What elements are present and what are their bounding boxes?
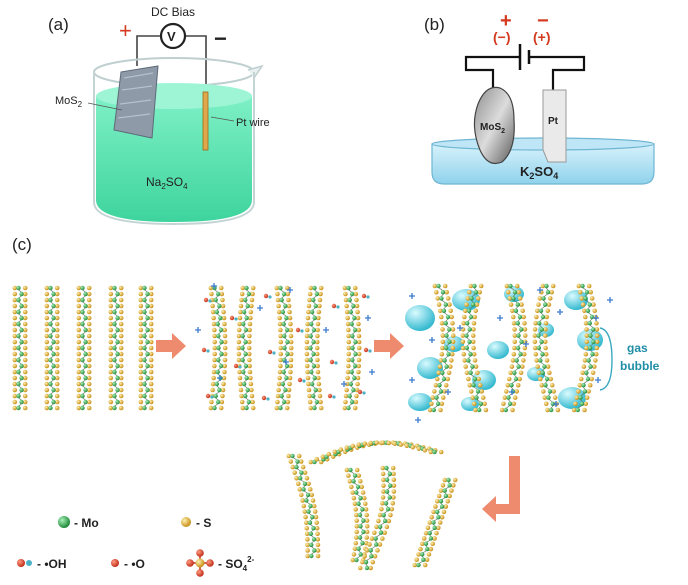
pt-wire-electrode — [202, 91, 209, 151]
plus-sign: + — [119, 18, 132, 43]
legend-o-icon — [111, 559, 119, 567]
stage-1-pristine-layers — [12, 285, 154, 411]
beaker-wall — [93, 72, 255, 226]
wire-b-left — [464, 55, 520, 90]
exfoliated-sheet — [308, 440, 444, 465]
mos2-sheet — [236, 285, 256, 411]
arrow-stage2-to-3 — [374, 333, 404, 359]
wire-left — [136, 35, 160, 66]
bubble-label: bubble — [620, 359, 660, 373]
electrolyte-label-a: Na2SO4 — [146, 175, 188, 191]
mos2-sheet — [108, 285, 124, 411]
legend-oh-h-icon — [26, 560, 32, 566]
legend-so4-label: - SO42- — [218, 555, 255, 573]
arrow-stage3-to-4 — [482, 456, 520, 522]
minus-paren-b: (+) — [533, 29, 551, 45]
panel-c-label: (c) — [12, 235, 32, 254]
stage-4-exfoliated-sheets — [286, 440, 458, 571]
exfoliated-sheet — [357, 465, 397, 571]
electrolyte-label-b: K2SO4 — [520, 164, 558, 181]
panel-b-label: (b) — [424, 15, 445, 34]
mos2-label-b: MoS2 — [480, 122, 505, 135]
mos2-sheet — [44, 285, 60, 411]
panel-b: (b) + − (−) (+) MoS2 Pt K2SO4 — [424, 10, 655, 185]
minus-sign-b: − — [537, 10, 549, 32]
mos2-sheet — [274, 285, 294, 411]
panel-a-label: (a) — [48, 15, 69, 34]
legend-mo-label: - Mo — [74, 516, 99, 530]
mos2-rock-electrode — [473, 86, 515, 165]
mos2-sheet — [499, 283, 528, 413]
legend-mo-icon — [58, 516, 70, 528]
voltmeter-icon — [159, 22, 187, 50]
mos2-label-a: MoS2 — [55, 95, 83, 109]
legend: - Mo - S - •OH - •O - SO42- — [17, 516, 255, 577]
stage-3-gas-evolution — [405, 283, 613, 423]
gas-bubble — [408, 393, 432, 411]
plus-sign-b: + — [500, 10, 512, 32]
gas-bubble-bracket — [599, 327, 613, 391]
wire-b-right — [529, 55, 586, 90]
legend-s-label: - S — [196, 516, 211, 530]
mos2-sheet — [460, 283, 489, 413]
voltmeter-symbol: V — [167, 29, 176, 44]
pt-wire-label: Pt wire — [236, 117, 270, 129]
mos2-sheet — [532, 283, 561, 413]
mos2-sheet — [571, 283, 600, 413]
mos2-sheet — [208, 285, 228, 411]
beaker-rim — [93, 57, 255, 87]
mos2-sheet — [342, 285, 362, 411]
stage-2-intercalation — [195, 283, 375, 411]
gas-bubble — [405, 305, 435, 331]
mos2-sheet — [304, 285, 324, 411]
legend-o-label: - •O — [124, 557, 145, 571]
minus-sign: − — [214, 26, 227, 51]
gas-label: gas — [627, 341, 648, 355]
pt-label-b: Pt — [548, 116, 559, 127]
mos2-sheet — [427, 283, 456, 413]
mos2-sheet — [12, 285, 28, 411]
legend-oh-label: - •OH — [37, 557, 67, 571]
pt-plate-electrode — [542, 89, 567, 163]
mos2-sheet — [138, 285, 154, 411]
panel-a: (a) DC Bias + − V MoS2 Pt wire Na2SO4 — [48, 5, 270, 226]
exfoliated-sheet — [412, 477, 458, 568]
gas-bubble — [461, 397, 479, 411]
gas-bubble — [487, 341, 509, 359]
dc-bias-label: DC Bias — [151, 5, 195, 19]
plus-paren-b: (−) — [493, 29, 511, 45]
mos2-sheet — [76, 285, 92, 411]
exfoliated-sheet — [344, 467, 370, 563]
exfoliated-sheet — [286, 453, 321, 559]
legend-s-icon — [181, 517, 191, 527]
legend-so4-icon — [186, 549, 214, 577]
arrow-stage1-to-2 — [156, 333, 186, 359]
legend-oh-o-icon — [17, 559, 25, 567]
